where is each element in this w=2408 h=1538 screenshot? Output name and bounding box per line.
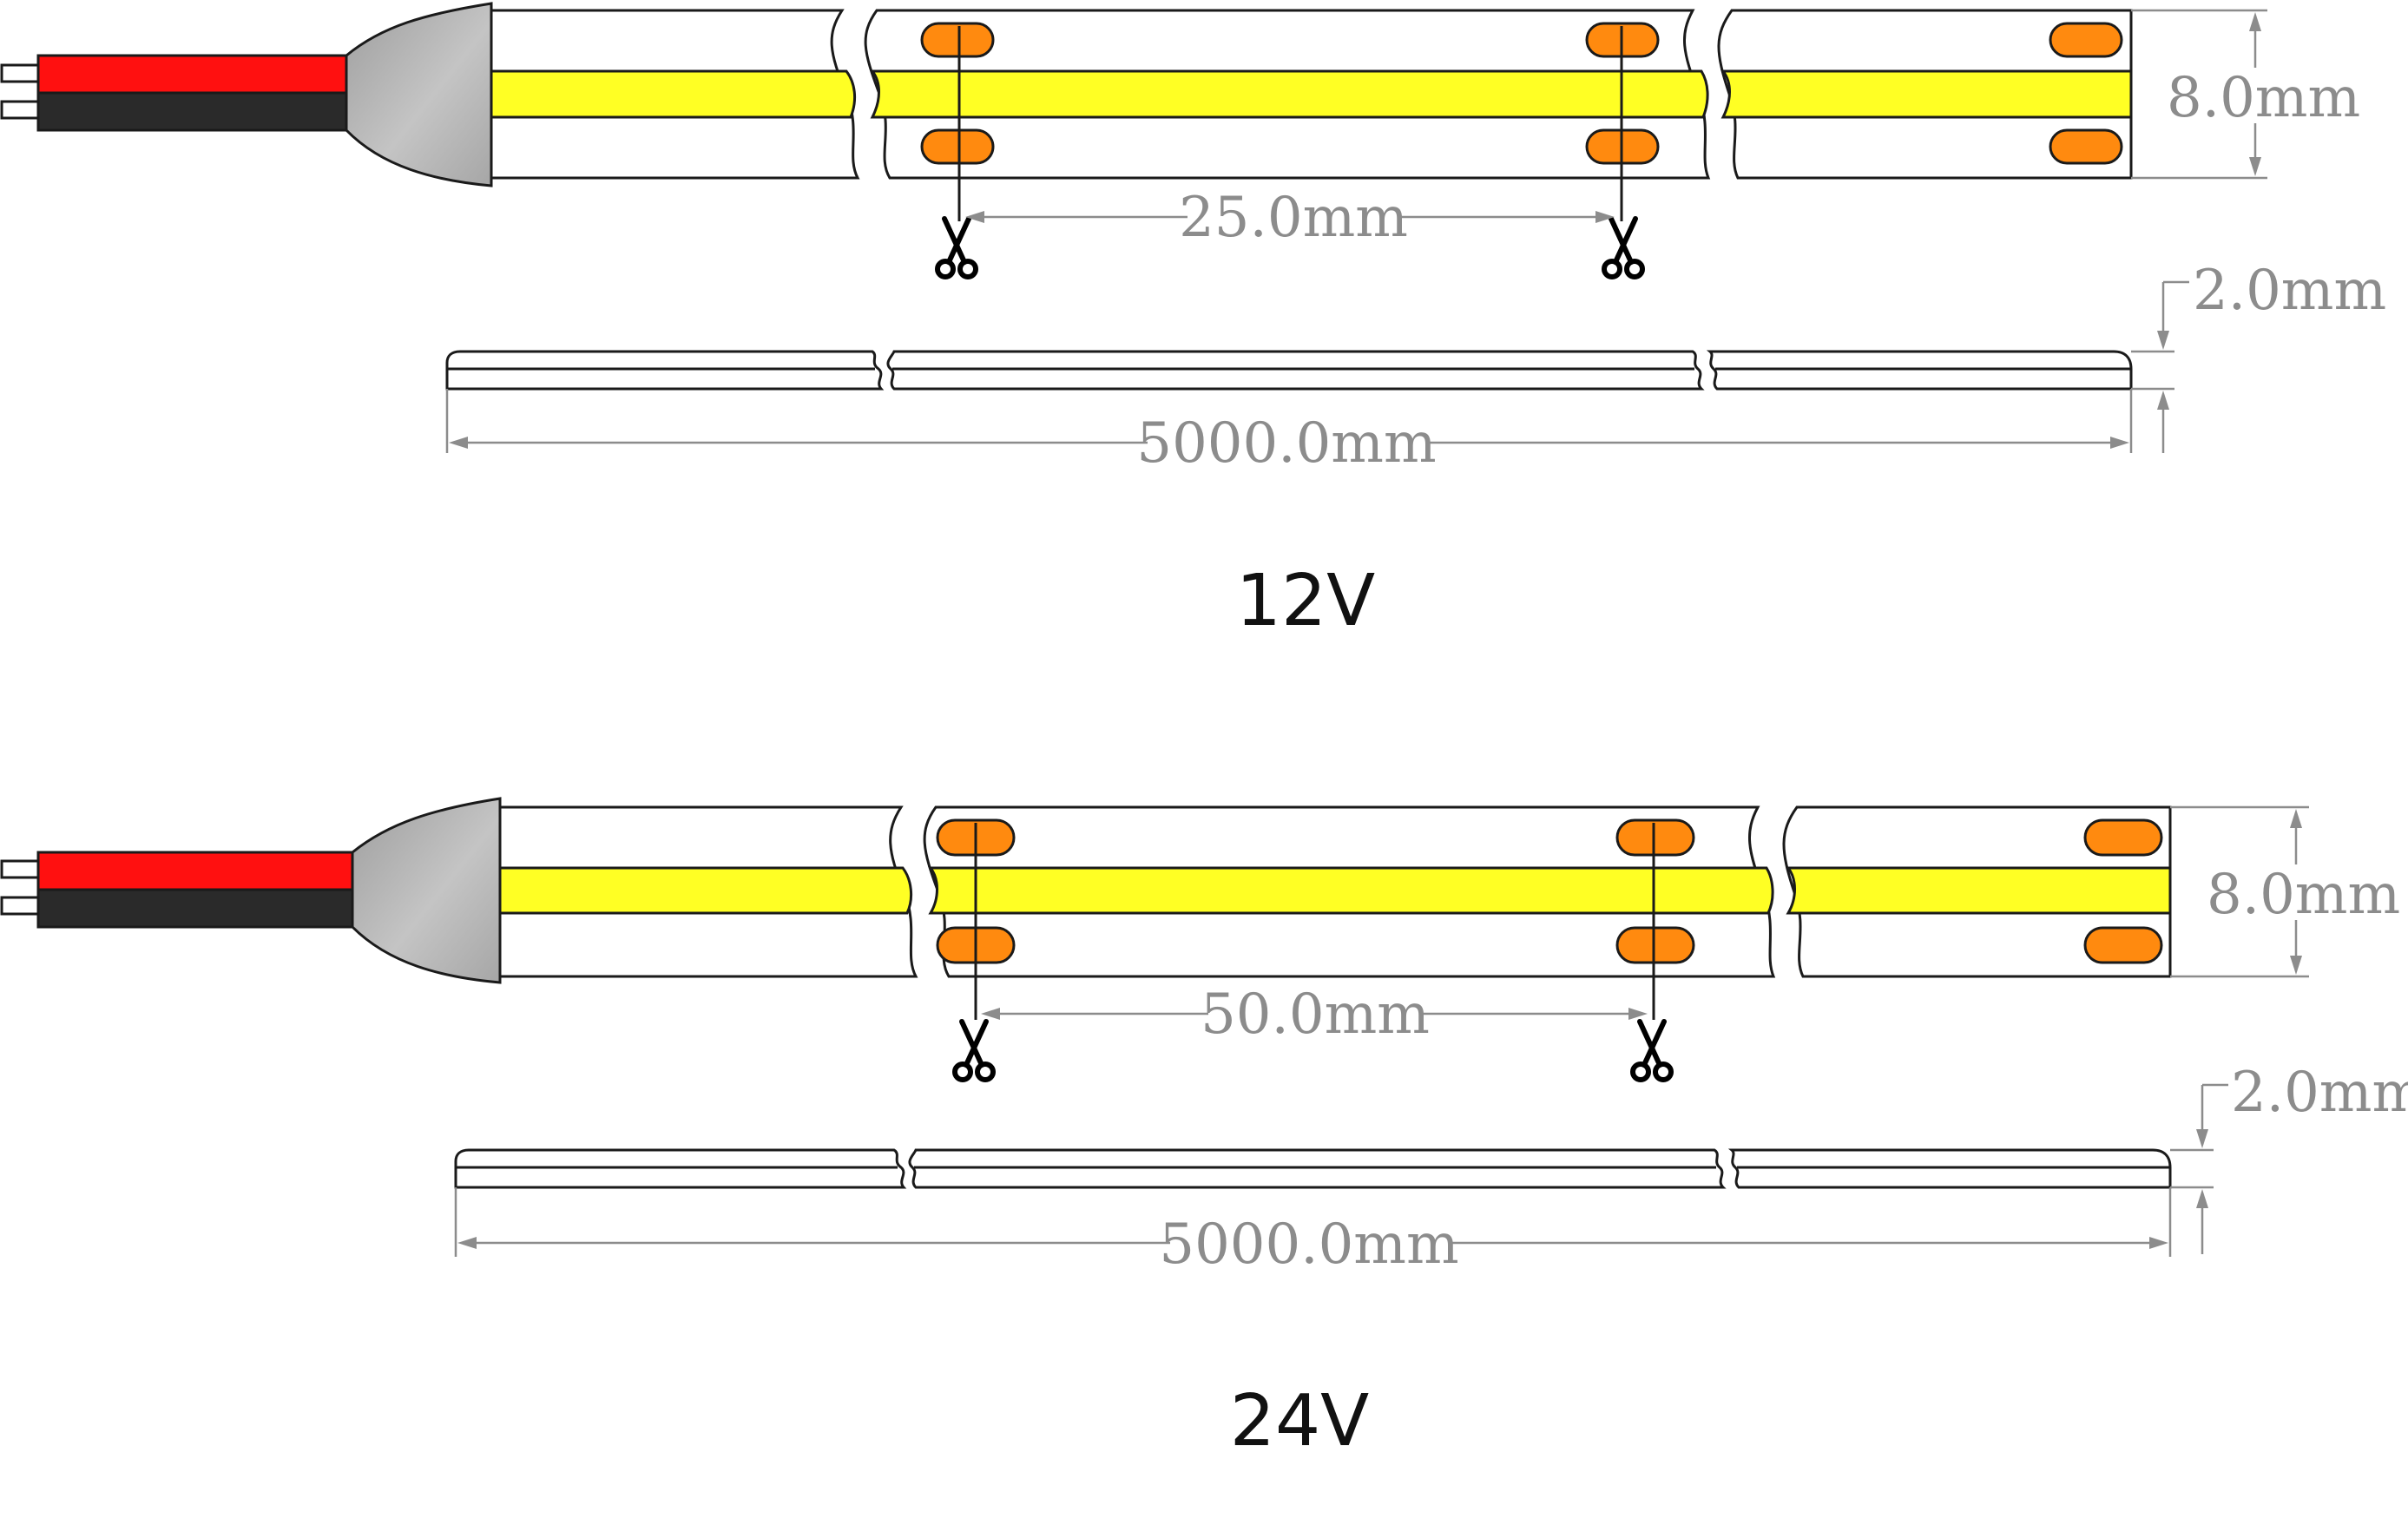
scissors-icon	[938, 219, 976, 277]
strip-side-view	[445, 350, 2133, 391]
scissors-icon	[955, 1022, 993, 1080]
power-wires	[0, 54, 348, 132]
solder-pads	[920, 22, 2123, 165]
voltage-label: 12V	[1236, 560, 1375, 642]
end-cap-connector	[345, 2, 493, 187]
strip-top-view	[490, 9, 2133, 180]
thickness-label: 2.0mm	[2193, 259, 2386, 323]
strip-top-view	[498, 805, 2172, 978]
voltage-label: 24V	[1230, 1380, 1369, 1462]
red-wire	[36, 851, 354, 891]
cut-spacing-label: 50.0mm	[1201, 983, 1430, 1047]
strip-side-view	[454, 1148, 2172, 1189]
strip-12v: 25.0mm 8.0mm 2.0mm	[0, 2, 2386, 642]
strip-24v: 50.0mm 8.0mm 2.0mm 5000.0mm 24V	[0, 797, 2408, 1462]
length-label: 5000.0mm	[1159, 1213, 1458, 1277]
width-label: 8.0mm	[2207, 863, 2400, 927]
length-label: 5000.0mm	[1136, 411, 1436, 476]
red-wire	[36, 54, 348, 95]
cut-spacing-label: 25.0mm	[1179, 186, 1408, 250]
black-wire	[36, 888, 354, 929]
width-label: 8.0mm	[2167, 66, 2360, 130]
black-wire	[36, 91, 348, 132]
thickness-label: 2.0mm	[2231, 1061, 2408, 1125]
scissors-icon	[1604, 219, 1642, 277]
end-cap-connector	[351, 797, 502, 984]
scissors-icon	[1633, 1022, 1671, 1080]
power-wires	[0, 851, 354, 929]
